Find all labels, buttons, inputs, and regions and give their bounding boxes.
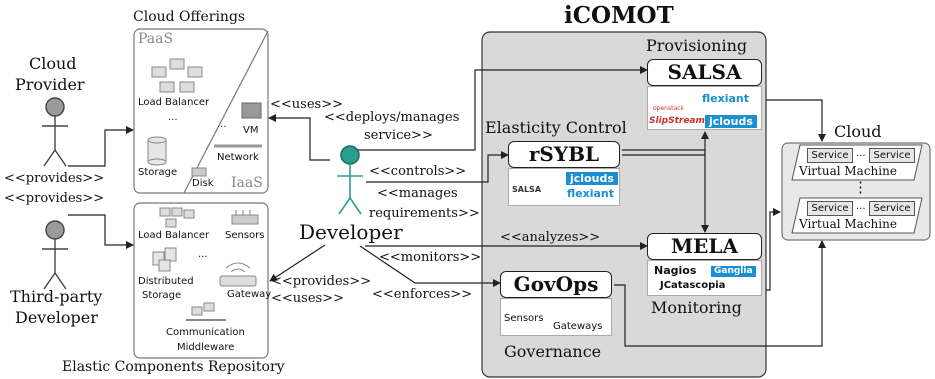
vm-vertical-dots: ⋮	[853, 178, 868, 196]
governance-label: Governance	[504, 342, 602, 361]
service-1a: Service	[807, 148, 853, 163]
vm-icon	[241, 102, 262, 119]
govops-box: GovOps	[500, 271, 612, 298]
repo-distributed-label-2: Storage	[142, 290, 182, 301]
salsa-box: SALSA	[647, 59, 762, 86]
rsybl-box: rSYBL	[508, 141, 620, 168]
provides-label-2: <<provides>>	[4, 191, 105, 206]
manages-label-1: <<manages	[377, 186, 458, 201]
repo-comm-label-1: Communication	[166, 327, 245, 338]
govops-sensors-label: Sensors	[504, 313, 544, 324]
disk-label: Disk	[192, 178, 214, 189]
offer-dots: ...	[168, 112, 178, 123]
manages-label-2: requirements>>	[369, 206, 480, 221]
third-party-label-1: Third-party	[10, 287, 103, 306]
middleware-icon	[186, 302, 226, 321]
rsybl-label: rSYBL	[528, 142, 600, 166]
controls-label: <<controls>>	[369, 164, 467, 179]
enforces-label: <<enforces>>	[372, 287, 473, 302]
nagios-logo: Nagios	[654, 264, 697, 277]
service-2a: Service	[807, 201, 853, 216]
govops-label: GovOps	[513, 272, 599, 296]
govops-panel	[500, 298, 612, 336]
service-2b: Service	[869, 201, 915, 216]
analyzes-label: <<analyzes>>	[500, 230, 601, 245]
salsa-jclouds-logo: jclouds	[705, 115, 757, 128]
paas-label: PaaS	[138, 31, 174, 47]
repo-gateway-label: Gateway	[227, 289, 272, 300]
vm-label: VM	[243, 125, 259, 136]
storage-label: Storage	[138, 167, 178, 178]
repo-sensors-label: Sensors	[225, 230, 265, 241]
repository-title: Elastic Components Repository	[62, 359, 285, 375]
cloud-offerings-box	[133, 28, 269, 194]
slipstream-logo: SlipStream.	[649, 116, 709, 126]
salsa-flexiant-logo: flexiant	[702, 92, 749, 105]
cloud-offerings-title: Cloud Offerings	[133, 9, 246, 25]
load-balancer-icon	[151, 58, 203, 93]
mela-label: MELA	[671, 234, 738, 258]
disk-icon	[191, 167, 207, 177]
vm-dots: ...	[217, 119, 227, 130]
cloud-title: Cloud	[834, 122, 882, 141]
provisioning-label: Provisioning	[646, 36, 748, 55]
cloud-provider-actor	[42, 97, 68, 167]
uses-label-1: <<uses>>	[270, 97, 343, 112]
deploys-label-1: <<deploys/manages	[324, 110, 460, 125]
repo-dots: ...	[198, 249, 208, 260]
iaas-label: IaaS	[231, 175, 263, 191]
storage-icon	[147, 136, 167, 166]
gateway-icon	[219, 262, 257, 287]
third-party-label-2: Developer	[15, 308, 98, 327]
uses-label-2: <<uses>>	[271, 291, 344, 306]
offer-load-balancer-label: Load Balancer	[138, 97, 210, 108]
developer-label: Developer	[299, 220, 403, 244]
mela-box: MELA	[647, 233, 762, 260]
third-party-actor	[42, 220, 68, 290]
rsybl-jclouds-logo: jclouds	[566, 172, 618, 185]
repo-distributed-label-1: Distributed	[138, 276, 194, 287]
icomot-title: iCOMOT	[564, 2, 674, 29]
vm-label-2: Virtual Machine	[799, 217, 897, 231]
rsybl-salsa-logo: SALSA	[512, 185, 542, 194]
jcatascopia-logo: JCatascopia	[660, 280, 726, 291]
repo-comm-label-2: Middleware	[177, 342, 235, 353]
deploys-label-2: service>>	[364, 128, 433, 143]
service-dots-2: ...	[856, 201, 866, 212]
elasticity-control-label: Elasticity Control	[485, 118, 627, 137]
rsybl-flexiant-logo: flexiant	[567, 187, 614, 200]
ganglia-logo: Ganglia	[711, 266, 756, 277]
provides-label-3: <<provides>>	[271, 274, 372, 289]
vm-label-1: Virtual Machine	[799, 164, 897, 178]
sensors-icon	[231, 210, 259, 225]
provides-label-1: <<provides>>	[4, 171, 105, 186]
service-dots-1: ...	[856, 148, 866, 159]
repo-load-balancer-icon	[159, 207, 195, 228]
cloud-provider-label-2: Provider	[15, 75, 85, 94]
repo-load-balancer-label: Load Balancer	[138, 230, 210, 241]
repository-box	[133, 202, 269, 359]
service-1b: Service	[869, 148, 915, 163]
developer-actor	[337, 145, 363, 215]
salsa-label: SALSA	[667, 60, 742, 84]
monitors-label: <<monitors>>	[379, 250, 482, 265]
openstack-logo: openstack	[653, 105, 684, 112]
distributed-storage-icon	[152, 247, 177, 272]
govops-gateways-label: Gateways	[553, 321, 603, 332]
cloud-provider-label-1: Cloud	[29, 54, 77, 73]
network-label: Network	[217, 152, 259, 163]
monitoring-label: Monitoring	[651, 298, 742, 317]
